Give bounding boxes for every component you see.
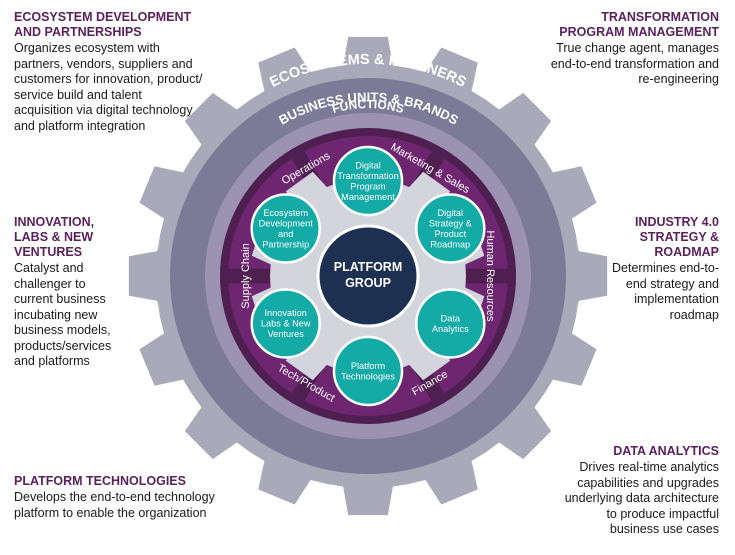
ring-label-inner: FUNCTIONS — [331, 97, 406, 116]
hub-label-line1: PLATFORM — [334, 260, 403, 274]
capability-node-label: Labs & New — [261, 319, 311, 329]
callout-description: True change agent, manages end-to-end tr… — [550, 41, 719, 86]
capability-node-label: Product — [434, 229, 466, 239]
capability-node-label: Analytics — [432, 324, 469, 334]
platform-group-hub — [316, 224, 420, 328]
capability-node-label: Technologies — [341, 371, 395, 381]
capability-node-label: and — [278, 229, 293, 239]
capability-node-label: Transformation — [337, 171, 398, 181]
capability-node-label: Platform — [351, 361, 386, 371]
capability-node-label: Roadmap — [430, 239, 470, 249]
capability-node-label: Management — [341, 192, 395, 202]
callout-platform-technologies: PLATFORM TECHNOLOGIES Develops the end-t… — [14, 474, 224, 521]
callout-title: DATA ANALYTICS — [613, 444, 719, 458]
callout-description: Organizes ecosystem with partners, vendo… — [14, 41, 203, 133]
callout-industry-strategy: INDUSTRY 4.0 STRATEGY & ROADMAP Determin… — [609, 215, 719, 323]
callout-title: ECOSYSTEM DEVELOPMENT AND PARTNERSHIPS — [14, 10, 192, 39]
callout-transformation-program: TRANSFORMATION PROGRAM MANAGEMENT True c… — [544, 10, 719, 88]
callout-description: Drives real-time analytics capabilities … — [564, 460, 719, 536]
capability-node — [332, 145, 404, 217]
capability-node — [250, 288, 321, 359]
hub-label-line2: GROUP — [345, 276, 391, 290]
callout-ecosystem-development: ECOSYSTEM DEVELOPMENT AND PARTNERSHIPS O… — [14, 10, 204, 134]
callout-description: Catalyst and challenger to current busin… — [14, 261, 112, 368]
callout-title: INDUSTRY 4.0 STRATEGY & ROADMAP — [634, 215, 719, 259]
capability-node-label: Innovation — [264, 308, 306, 318]
capability-node — [415, 193, 486, 264]
capability-node-label: Partnership — [262, 239, 309, 249]
capability-node-label: Digital — [438, 208, 464, 218]
callout-title: TRANSFORMATION PROGRAM MANAGEMENT — [559, 10, 719, 39]
callout-description: Develops the end-to-end technology platf… — [14, 490, 215, 520]
function-label: Human Resources — [484, 230, 496, 322]
capability-node-label: Data — [441, 313, 461, 323]
capability-node-label: Ventures — [268, 329, 305, 339]
capability-nodes: DigitalTransformationProgramManagementDi… — [250, 145, 486, 407]
capability-node-label: Development — [259, 218, 314, 228]
capability-node-label: Program — [350, 181, 386, 191]
capability-node — [250, 193, 321, 264]
capability-node — [332, 335, 404, 407]
callout-innovation-labs: INNOVATION, LABS & NEW VENTURES Catalyst… — [14, 215, 124, 370]
capability-node-label: Digital — [355, 160, 381, 170]
function-label: Supply Chain — [240, 243, 252, 308]
callout-data-analytics: DATA ANALYTICS Drives real-time analytic… — [559, 444, 719, 538]
capability-node — [415, 288, 486, 359]
capability-node-label: Ecosystem — [263, 208, 308, 218]
capability-node-label: Strategy & — [429, 218, 472, 228]
callout-title: PLATFORM TECHNOLOGIES — [14, 474, 186, 488]
callout-title: INNOVATION, LABS & NEW VENTURES — [14, 215, 95, 259]
callout-description: Determines end-to-end strategy and imple… — [612, 261, 719, 322]
